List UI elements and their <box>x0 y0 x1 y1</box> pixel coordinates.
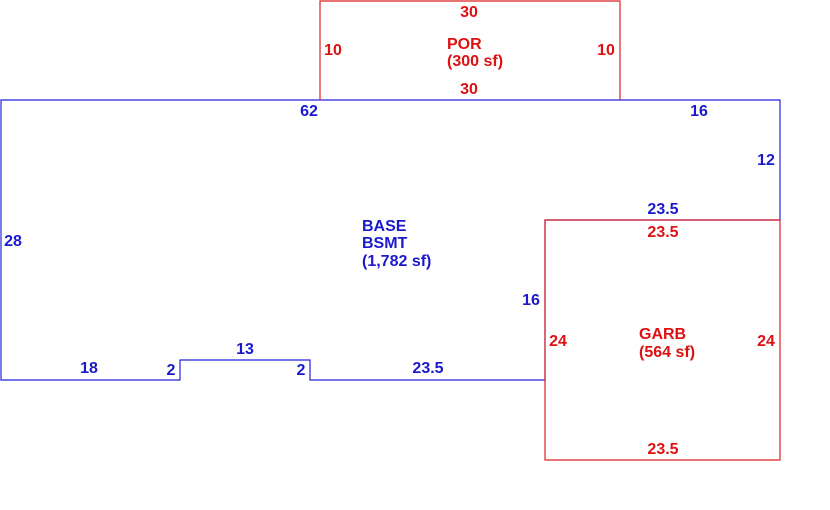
por-top-dim: 30 <box>460 4 478 21</box>
base-bottom-left-dim: 18 <box>80 360 98 377</box>
garb-bottom-dim: 23.5 <box>647 441 678 458</box>
garb-left-dim: 24 <box>549 333 567 350</box>
notch-top-dim: 13 <box>236 341 254 358</box>
por-right-dim: 10 <box>597 42 615 59</box>
base-outline <box>0 99 781 381</box>
garb-area: (564 sf) <box>639 344 695 361</box>
garb-name: GARB <box>639 326 686 343</box>
base-right-dim: 12 <box>757 152 775 169</box>
base-name-line2: BSMT <box>362 235 408 252</box>
por-area: (300 sf) <box>447 53 503 70</box>
por-left-dim: 10 <box>324 42 342 59</box>
garb-top-dim: 23.5 <box>647 224 678 241</box>
notch-left-dim: 2 <box>167 362 176 379</box>
por-bottom-dim: 30 <box>460 81 478 98</box>
base-inner-vertical-dim: 16 <box>522 292 540 309</box>
base-top-right-dim: 16 <box>690 103 708 120</box>
por-outline <box>319 0 621 100</box>
por-name: POR <box>447 36 482 53</box>
garb-outline <box>544 219 781 461</box>
base-name-line1: BASE <box>362 218 407 235</box>
base-bottom-right-dim: 23.5 <box>412 360 443 377</box>
base-area: (1,782 sf) <box>362 253 431 270</box>
notch-right-dim: 2 <box>297 362 306 379</box>
base-step-dim: 23.5 <box>647 201 678 218</box>
base-left-dim: 28 <box>4 233 22 250</box>
garb-right-dim: 24 <box>757 333 775 350</box>
base-top-dim: 62 <box>300 103 318 120</box>
